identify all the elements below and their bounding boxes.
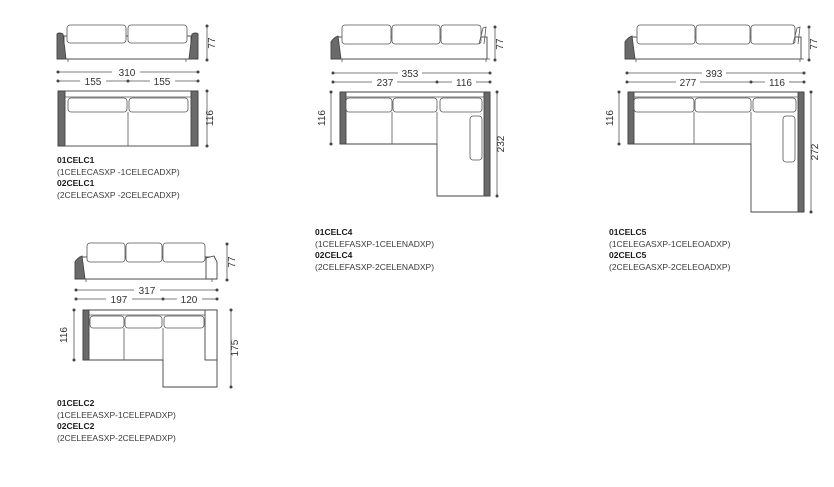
celc2-plan-view — [82, 309, 218, 388]
celc2-parts-2: (2CELEEASXP-2CELEPADXP) — [57, 432, 176, 443]
celc2-height-label: 77 — [227, 256, 238, 268]
celc4-code-2: 02CELC4 — [315, 250, 353, 260]
celc4-height-label: 77 — [495, 38, 506, 50]
celc4-total-label: 353 — [402, 69, 419, 80]
celc2-left-label: 197 — [111, 295, 128, 306]
celc2-height-dimension: 77 — [225, 242, 238, 282]
celc5-depth-label: 116 — [605, 110, 616, 126]
celc1-total-label: 310 — [119, 68, 136, 79]
celc4-depth-dimension: 116 — [317, 90, 333, 146]
celc4-front-view — [330, 24, 490, 62]
celc4-depth-label: 116 — [317, 110, 328, 126]
celc2-depth-dimension: 116 — [59, 308, 76, 362]
celc1-parts-2: (2CELECASXP -2CELECADXP) — [57, 189, 180, 200]
celc5-chaise-dimension: 272 — [809, 90, 821, 214]
celc5-code-1: 01CELC5 — [609, 227, 647, 237]
celc5-right-label: 116 — [769, 78, 785, 89]
celc5-chaise-label: 272 — [810, 143, 821, 160]
celc4-parts-2: (2CELEFASXP-2CELENADXP) — [315, 261, 435, 272]
model-celc4-drawing: 77 353 237 116 116 — [317, 24, 507, 198]
celc5-depth-dimension: 116 — [605, 90, 621, 146]
celc4-chaise-label: 232 — [496, 135, 507, 152]
celc1-left-label: 155 — [85, 77, 102, 88]
celc5-plan-view — [627, 91, 805, 213]
celc5-code-2: 02CELC5 — [609, 250, 647, 260]
celc2-front-view — [74, 242, 218, 282]
celc4-height-dimension: 77 — [493, 25, 506, 62]
celc2-right-label: 120 — [181, 295, 198, 306]
celc2-total-label: 317 — [139, 286, 156, 297]
celc5-front-view — [624, 24, 804, 62]
model-celc1-drawing: 77 310 155 155 116 — [56, 24, 218, 148]
celc1-height-dimension: 77 — [205, 24, 218, 62]
celc1-depth-dimension: 116 — [205, 89, 216, 148]
celc2-caption: 01CELC2 (1CELEEASXP-1CELEPADXP) 02CELC2 … — [57, 398, 176, 444]
celc2-code-2: 02CELC2 — [57, 421, 95, 431]
celc4-left-label: 237 — [377, 78, 394, 89]
celc5-parts-1: (1CELEGASXP-1CELEOADXP) — [609, 238, 731, 249]
celc2-chaise-label: 175 — [230, 339, 241, 356]
celc4-chaise-dimension: 232 — [495, 90, 507, 198]
celc5-width-dimensions: 393 277 116 — [625, 69, 806, 89]
celc2-depth-label: 116 — [59, 327, 70, 343]
celc1-depth-label: 116 — [205, 110, 216, 126]
celc4-plan-view — [339, 91, 491, 197]
celc1-code-2: 02CELC1 — [57, 178, 95, 188]
celc4-caption: 01CELC4 (1CELEFASXP-1CELENADXP) 02CELC4 … — [315, 227, 434, 273]
model-celc5-drawing: 77 393 277 116 116 — [605, 24, 821, 214]
celc5-height-label: 77 — [809, 38, 820, 50]
celc2-chaise-dimension: 175 — [229, 308, 241, 389]
celc4-parts-1: (1CELEFASXP-1CELENADXP) — [315, 238, 435, 249]
celc5-total-label: 393 — [706, 69, 723, 80]
celc4-code-1: 01CELC4 — [315, 227, 353, 237]
celc1-caption: 01CELC1 (1CELECASXP -1CELECADXP) 02CELC1… — [57, 155, 180, 201]
celc2-parts-1: (1CELEEASXP-1CELEPADXP) — [57, 409, 176, 420]
model-celc2-drawing: 77 317 197 120 116 — [59, 242, 241, 389]
celc4-right-label: 116 — [456, 78, 472, 89]
celc1-parts-1: (1CELECASXP -1CELECADXP) — [57, 166, 180, 177]
celc2-width-dimensions: 317 197 120 — [74, 286, 219, 306]
celc1-height-label: 77 — [207, 37, 218, 49]
celc5-parts-2: (2CELEGASXP-2CELEOADXP) — [609, 261, 731, 272]
celc1-right-label: 155 — [154, 77, 171, 88]
celc1-plan-view — [57, 90, 199, 147]
celc1-front-view — [56, 24, 199, 62]
celc1-width-dimensions: 310 155 155 — [56, 68, 200, 88]
celc5-caption: 01CELC5 (1CELEGASXP-1CELEOADXP) 02CELC5 … — [609, 227, 730, 273]
celc5-left-label: 277 — [680, 78, 697, 89]
celc4-width-dimensions: 353 237 116 — [331, 69, 492, 89]
celc1-code-1: 01CELC1 — [57, 155, 95, 165]
celc2-code-1: 01CELC2 — [57, 398, 95, 408]
celc5-height-dimension: 77 — [807, 25, 820, 62]
